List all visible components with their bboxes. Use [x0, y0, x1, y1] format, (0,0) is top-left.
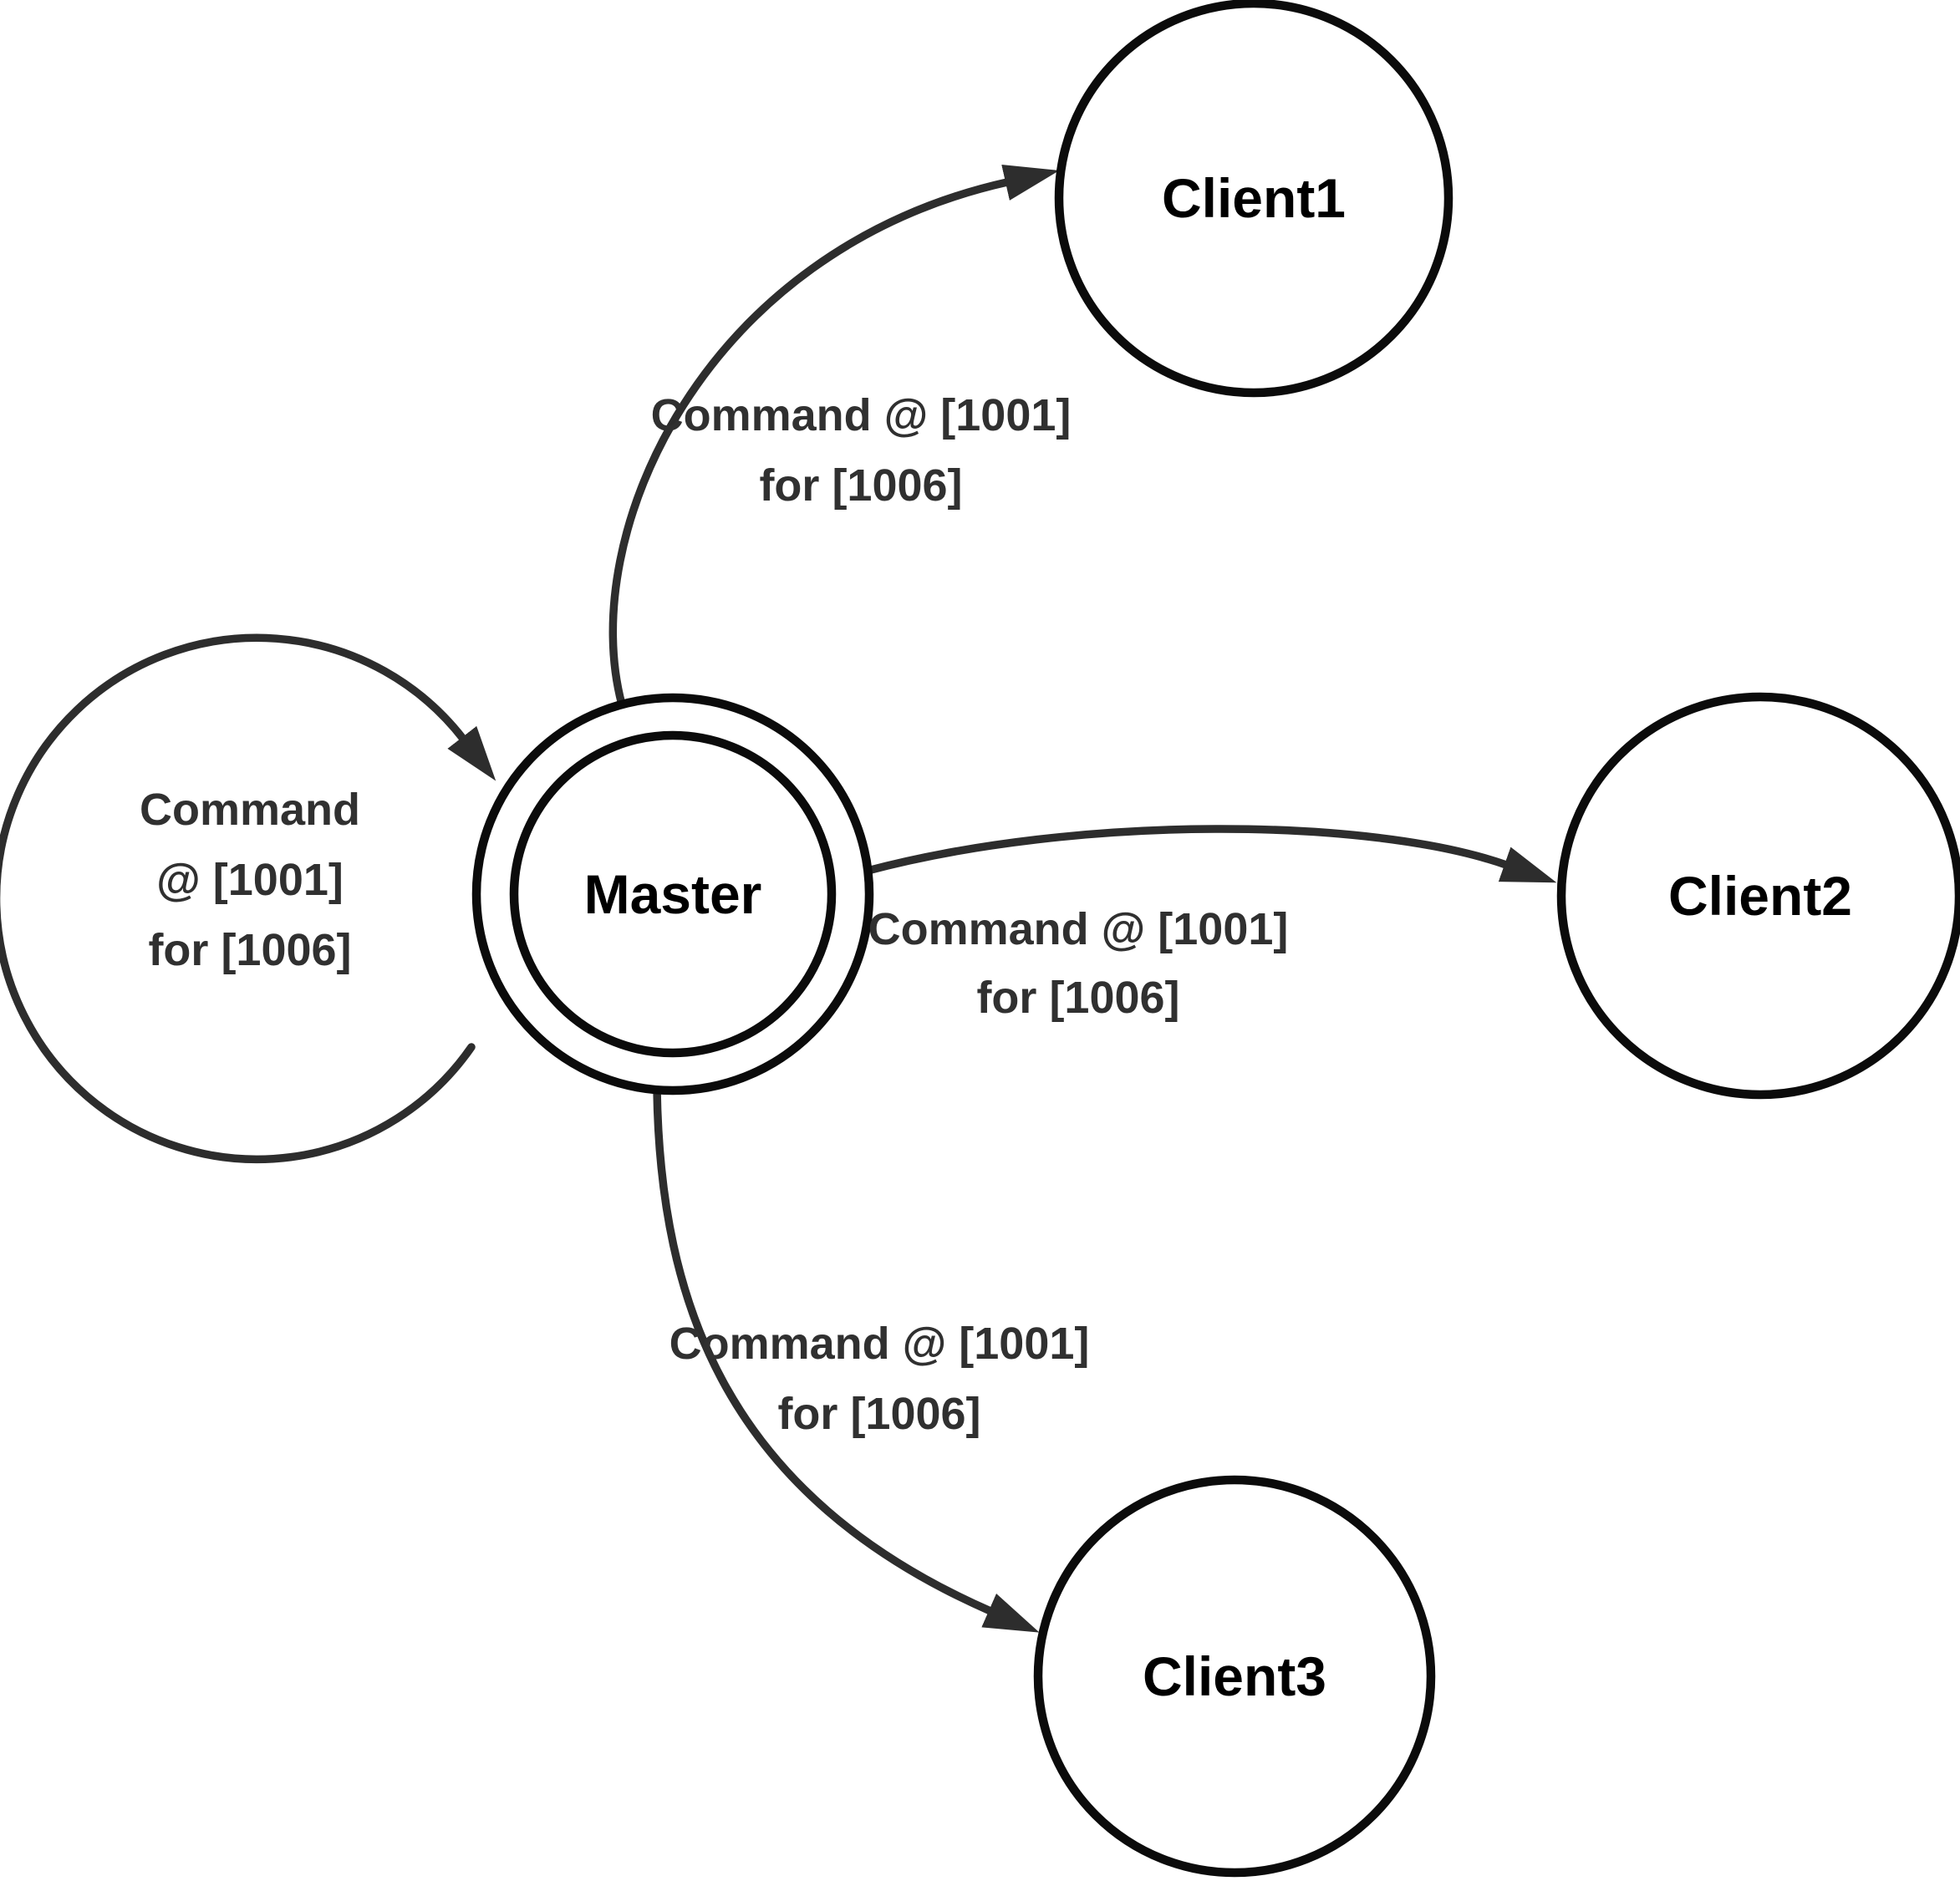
edge-label-line: @ [1001] — [156, 855, 344, 905]
edge-label-line: Command — [140, 785, 360, 835]
edge-label-master-client2: Command @ [1001] for [1006] — [868, 904, 1289, 1023]
node-master-label: Master — [584, 863, 762, 925]
edge-master-self-loop — [0, 633, 496, 1164]
edge-label-line: for [1006] — [148, 925, 351, 975]
node-client2-label: Client2 — [1668, 865, 1852, 927]
node-client2: Client2 — [1556, 692, 1960, 1100]
node-client1: Client1 — [1054, 0, 1453, 398]
edge-master-client2 — [863, 825, 1557, 883]
node-client2-circle — [1556, 692, 1960, 1100]
edge-label-line: Command @ [1001] — [669, 1319, 1090, 1369]
node-client1-label: Client1 — [1162, 167, 1346, 229]
edge-label-line: Command @ [1001] — [651, 390, 1072, 440]
edge-label-master-client1: Command @ [1001] for [1006] — [651, 390, 1072, 511]
edge-label-master-client3: Command @ [1001] for [1006] — [669, 1319, 1090, 1439]
edge-master-client1 — [608, 164, 1060, 709]
edge-label-line: for [1006] — [759, 460, 962, 511]
edge-label-line: for [1006] — [777, 1389, 980, 1439]
node-master-inner-circle — [509, 730, 837, 1058]
edge-label-master-self-loop: Command @ [1001] for [1006] — [140, 785, 360, 975]
node-client3-circle — [1033, 1475, 1436, 1878]
edge-label-line: for [1006] — [976, 973, 1179, 1023]
node-master: Master — [471, 693, 874, 1096]
edge-label-line: Command @ [1001] — [868, 904, 1289, 954]
edge-master-client3 — [653, 1085, 1040, 1633]
node-client3: Client3 — [1033, 1475, 1436, 1878]
node-client3-label: Client3 — [1143, 1645, 1326, 1707]
node-client1-circle — [1054, 0, 1453, 398]
